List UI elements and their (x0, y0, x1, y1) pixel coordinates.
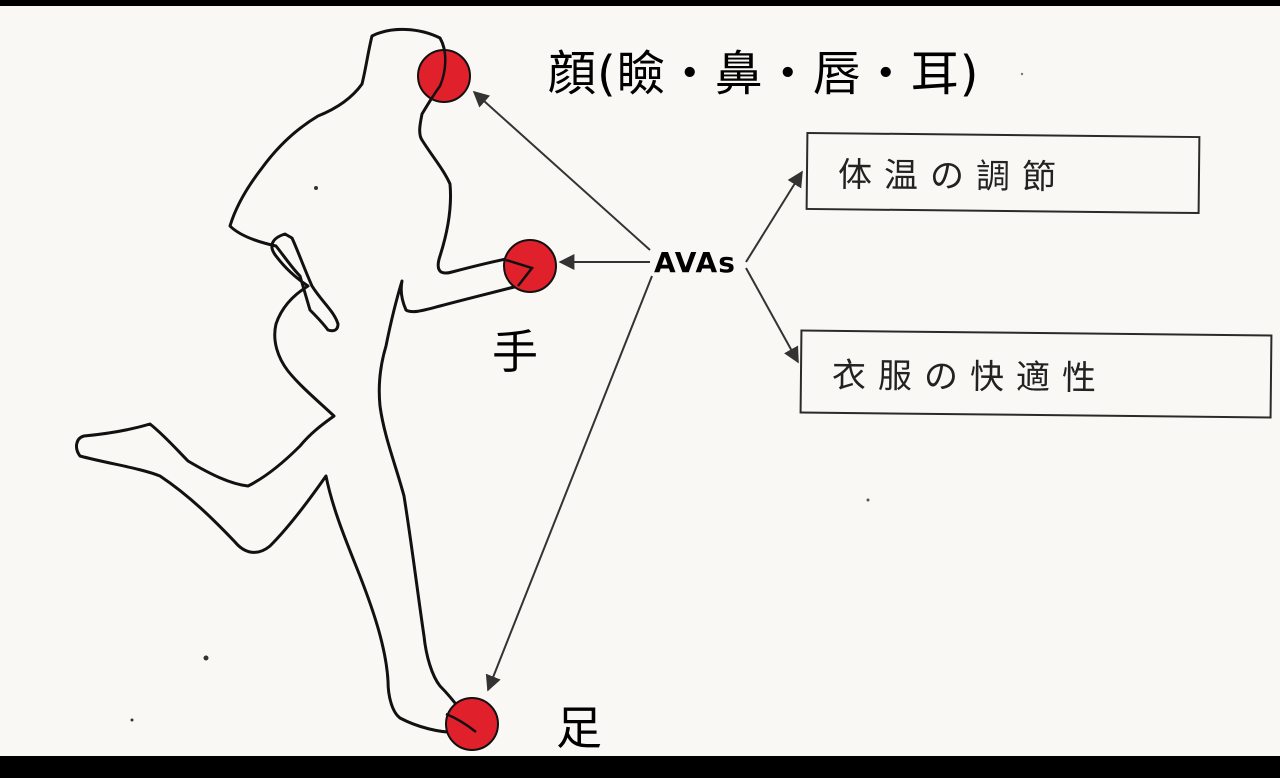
foot-label: 足 (556, 701, 602, 755)
avas-label: AVAs (654, 246, 736, 279)
speck (130, 718, 134, 722)
thermoregulation-box: 体温の調節 (805, 131, 1201, 215)
clothing-comfort-box: 衣服の快適性 (799, 329, 1273, 419)
arrow-to-thermo-box (745, 170, 803, 263)
arrow-to-comfort-box (745, 267, 799, 364)
speck (203, 655, 209, 661)
arrow-to-face (472, 90, 651, 251)
runner-diagram (75, 27, 1024, 751)
hand-edge-line (505, 258, 535, 287)
hand-spot (503, 239, 557, 293)
hand-label: 手 (492, 325, 538, 379)
foot-edge-line (445, 712, 477, 733)
face-edge-line (420, 37, 447, 115)
diagram-canvas: 顔(瞼・鼻・唇・耳) 手 足 AVAs 体温の調節 衣服の快適性 (0, 6, 1280, 756)
arrow-to-foot (485, 275, 653, 692)
speck (866, 498, 870, 502)
foot-spot (445, 697, 499, 751)
runner-silhouette (75, 27, 534, 734)
speck (314, 186, 318, 190)
face-label: 顔(瞼・鼻・唇・耳) (548, 46, 980, 102)
speck (1020, 72, 1024, 76)
